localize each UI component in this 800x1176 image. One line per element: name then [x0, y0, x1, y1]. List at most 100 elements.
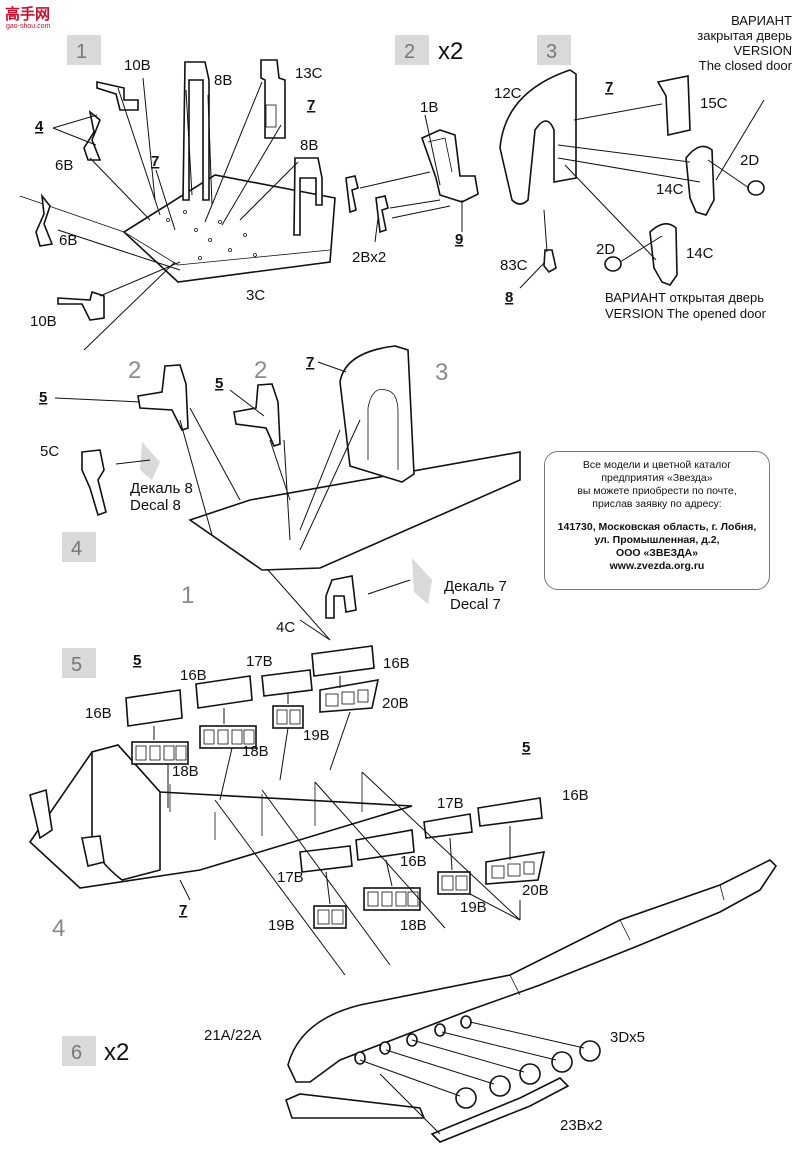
part-15c [656, 75, 691, 136]
closed-version-ru-1: ВАРИАНТ [731, 13, 792, 28]
label-9: 9 [455, 231, 463, 248]
label-19b-c: 19B [268, 917, 295, 934]
door-panel-12c [499, 69, 577, 205]
part-10b-top [96, 81, 139, 111]
label-17b-b: 17B [437, 795, 464, 812]
label-19b-a: 19B [303, 727, 330, 744]
step-2-box [395, 35, 429, 65]
bench-16b-b [195, 675, 253, 709]
label-83c: 83C [500, 257, 528, 274]
part-13c [260, 59, 286, 139]
bench-16b-c [311, 645, 375, 677]
pin-2d-a [747, 180, 765, 196]
decal-7-en: Decal 7 [450, 596, 501, 613]
label-16b-c: 16B [383, 655, 410, 672]
label-8b-right: 8B [300, 137, 318, 154]
part-6b-b [35, 193, 54, 247]
opened-version-en: VERSION The opened door [605, 306, 767, 321]
window-3d-3 [519, 1063, 541, 1085]
watermark-url: gao-shou.com [6, 23, 51, 30]
frame-8b-right [293, 157, 323, 236]
label-20b-a: 20B [382, 695, 409, 712]
label-17b-a: 17B [246, 653, 273, 670]
floor-panel-3c [122, 174, 336, 283]
window-3d-4 [489, 1075, 511, 1097]
step-6-box [62, 1036, 96, 1066]
decal-7-shape [412, 558, 432, 604]
label-1b: 1B [420, 99, 438, 116]
info-line-3: вы можете приобрести по почте, [577, 485, 737, 497]
window-strip-23b [430, 1077, 570, 1143]
step-2-multiplier: x2 [438, 38, 463, 65]
info-address-2: ул. Промышленная, д.2, [594, 534, 720, 546]
step-4-number: 4 [71, 538, 82, 560]
bracket-2b-b [375, 195, 389, 234]
label-5-step4a: 5 [39, 389, 47, 406]
step-2: 2 x2 1B 2Bx2 9 [345, 35, 479, 266]
step-2-number: 2 [404, 41, 415, 63]
window-3d-5 [455, 1087, 477, 1109]
label-19b-b: 19B [460, 899, 487, 916]
label-7-step1: 7 [307, 97, 315, 114]
bench-17b-a [261, 669, 313, 697]
legs-19b-b [437, 871, 471, 895]
info-website: www.zvezda.org.ru [609, 560, 705, 572]
label-16b-a: 16B [85, 705, 112, 722]
label-8b-top: 8B [214, 72, 232, 89]
part-4c [325, 575, 357, 619]
bench-16b-d [477, 797, 543, 827]
window-3d-1 [579, 1040, 601, 1062]
label-4c: 4C [276, 619, 295, 636]
seat-shape-b [81, 835, 105, 867]
step-5: 5 4 [28, 645, 589, 976]
step-6: 6 x2 21A/22A 3Dx5 23Bx2 [62, 859, 778, 1143]
step4-ref-1: 1 [181, 582, 194, 609]
info-address-3: ООО «ЗВЕЗДА» [616, 547, 698, 559]
part-10b-bottom [57, 290, 105, 321]
label-8-step3: 8 [505, 289, 513, 306]
step-6-number: 6 [71, 1042, 82, 1064]
info-line-4: прислав заявку по адресу: [592, 498, 722, 510]
label-18b-c: 18B [400, 917, 427, 934]
label-6b-b: 6B [59, 232, 77, 249]
step5-ref-4: 4 [52, 915, 65, 942]
ordering-info-box: Все модели и цветной каталог предприятия… [544, 451, 770, 590]
seat-assembly-a [137, 364, 189, 431]
label-5-step5b: 5 [522, 739, 530, 756]
step-3: 3 12C 7 15C 2D 14C 2D 14C 83C 8 ВАРИАНТ … [494, 13, 793, 321]
pin-2d-b [604, 256, 622, 272]
part-5c [81, 449, 107, 517]
hinge-14c-a [685, 145, 715, 216]
step-1-number: 1 [76, 41, 87, 63]
step-1-box [67, 35, 101, 65]
label-2bx2: 2Bx2 [352, 249, 386, 266]
label-23bx2: 23Bx2 [560, 1117, 603, 1134]
bench-16b-e [355, 829, 415, 861]
decal-8-en: Decal 8 [130, 497, 181, 514]
label-7-step5: 7 [179, 902, 187, 919]
seat-1b [421, 129, 479, 203]
label-16b-e: 16B [400, 853, 427, 870]
hinge-14c-b [649, 223, 678, 286]
label-16b-b: 16B [180, 667, 207, 684]
label-7-step1b: 7 [151, 153, 159, 170]
label-3c: 3C [246, 287, 265, 304]
side-wall-21a-22a [287, 859, 778, 1083]
label-18b-b: 18B [172, 763, 199, 780]
step4-ref-2a: 2 [128, 357, 141, 384]
step-3-number: 3 [546, 41, 557, 63]
label-16b-d: 16B [562, 787, 589, 804]
seat-assembly-b [233, 383, 281, 447]
step-4-box [62, 532, 96, 562]
window-3d-2 [551, 1051, 573, 1073]
label-10b-bottom: 10B [30, 313, 57, 330]
label-5-step5a: 5 [133, 652, 141, 669]
label-6b-a: 6B [55, 157, 73, 174]
watermark-text: 高手网 [5, 5, 50, 23]
step-5-box [62, 648, 96, 678]
label-14c-b: 14C [686, 245, 714, 262]
step-1: 1 10B 8B 13C 7 [19, 35, 336, 351]
closed-version-en-2: The closed door [699, 58, 793, 73]
bench-16b-a [125, 689, 183, 727]
